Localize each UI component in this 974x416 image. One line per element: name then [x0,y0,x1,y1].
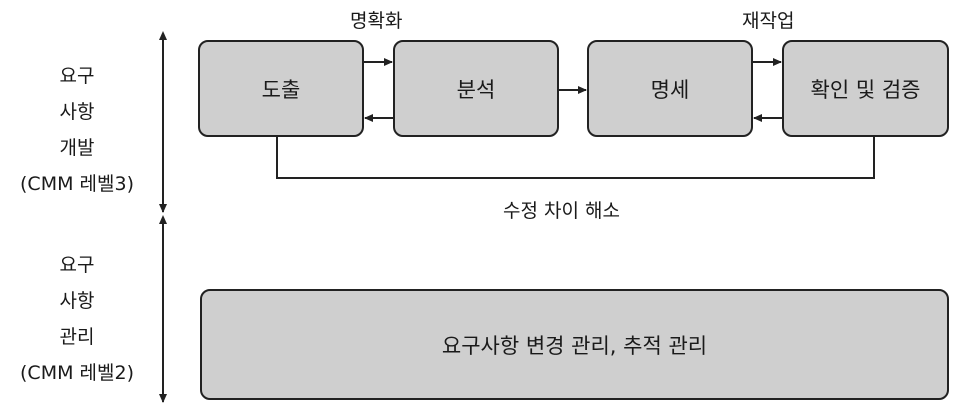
step-specification: 명세 [587,40,753,137]
development-label-line: 요구 [59,65,95,87]
management-box: 요구사항 변경 관리, 추적 관리 [200,289,949,400]
step-elicitation: 도출 [198,40,364,137]
rework-annotation: 재작업 [742,10,795,32]
management-label-line: 사항 [59,290,95,312]
development-label-line: 개발 [59,137,95,159]
management-label-line: (CMM 레벨2) [20,362,134,384]
feedback-label: 수정 차이 해소 [503,200,620,222]
feedback-loop-line [276,137,875,179]
development-label-line: 사항 [59,101,95,123]
step-analysis: 분석 [393,40,559,137]
development-label-line: (CMM 레벨3) [20,173,134,195]
development-section-label: 요구 사항 개발 (CMM 레벨3) [2,58,152,202]
management-label-line: 관리 [59,326,95,348]
management-section-label: 요구 사항 관리 (CMM 레벨2) [2,247,152,391]
step-validation: 확인 및 검증 [782,40,949,137]
management-label-line: 요구 [59,254,95,276]
clarify-annotation: 명확화 [350,10,403,32]
